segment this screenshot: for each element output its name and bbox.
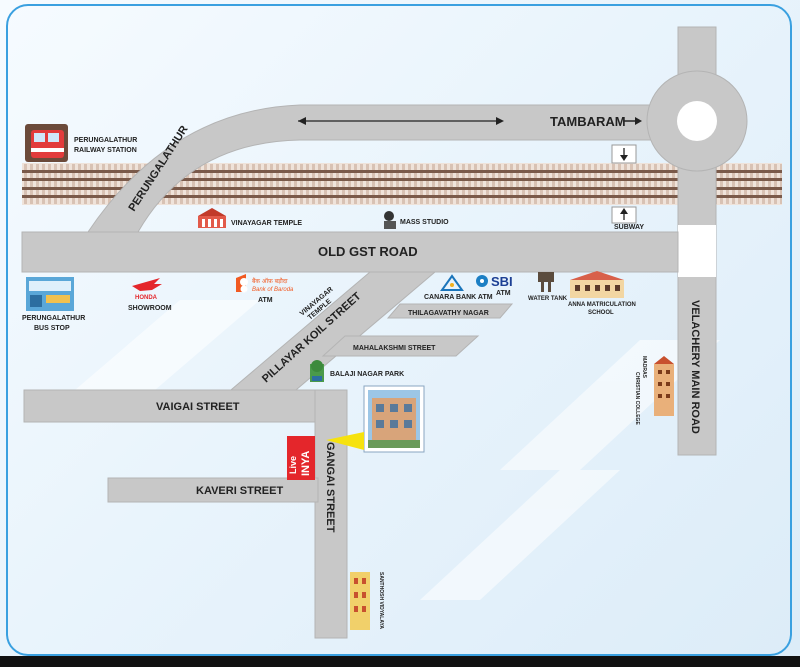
school-icon <box>350 572 370 630</box>
subway-up-arrow-icon <box>611 206 637 224</box>
mass-studio-label: MASS STUDIO <box>400 219 449 226</box>
velachery-main-road-label: VELACHERY MAIN ROAD <box>689 300 701 434</box>
honda-brand: HONDA <box>135 295 158 301</box>
temple-icon <box>198 208 226 228</box>
kaveri-street-strip <box>107 477 319 503</box>
bob-atm-label: ATM <box>258 297 273 304</box>
pointer-icon <box>326 432 364 450</box>
balaji-park-label: BALAJI NAGAR PARK <box>330 371 404 378</box>
live-text: Live <box>288 456 298 474</box>
right-arrow-icon <box>624 117 642 125</box>
vinayagar-temple-label: VINAYAGAR TEMPLE <box>231 220 302 227</box>
school-building-icon <box>570 271 624 298</box>
tambaram-label: TAMBARAM <box>550 114 626 129</box>
roundabout-island <box>677 101 717 141</box>
santhosh-label: SANTHOSH VIDYALAYA <box>378 572 384 629</box>
double-arrow-icon <box>298 117 504 125</box>
college-line2: CHRISTIAN COLLEGE <box>634 372 640 425</box>
mahalakshmi-road-strip <box>321 335 480 357</box>
anna-school-line1: ANNA MATRICULATION <box>568 302 636 308</box>
canara-logo-icon <box>440 274 464 291</box>
old-gst-road-label: OLD GST ROAD <box>318 244 418 259</box>
bottom-bar <box>0 656 800 667</box>
property-photo <box>363 385 425 453</box>
college-line1: MADRAS <box>641 356 647 379</box>
thilagavathy-road-strip <box>386 303 514 319</box>
thilagavathy-nagar-label: THILAGAVATHY NAGAR <box>408 310 489 317</box>
map-frame <box>6 4 792 656</box>
canara-atm-label: CANARA BANK ATM <box>424 294 493 301</box>
sbi-atm-label: ATM <box>496 290 511 297</box>
bus-stop-icon <box>26 277 74 311</box>
mahalakshmi-street-label: MAHALAKSHMI STREET <box>353 345 436 352</box>
bob-english: Bank of Baroda <box>252 287 294 293</box>
live-inya-logo: Live INYA <box>287 436 315 480</box>
water-tank-icon <box>538 272 554 292</box>
sbi-label: SBI <box>491 274 513 289</box>
gangai-street-label: GANGAI STREET <box>324 442 336 533</box>
anna-school-line2: SCHOOL <box>588 310 614 316</box>
vaigai-street-strip <box>23 389 341 423</box>
bus-stop-line1: PERUNGALATHUR <box>22 315 85 322</box>
subway-label: SUBWAY <box>614 224 644 231</box>
vaigai-street-label: VAIGAI STREET <box>156 401 240 413</box>
showroom-label: SHOWROOM <box>128 305 172 312</box>
gangai-street-strip <box>314 389 348 639</box>
sbi-logo-icon <box>476 275 488 287</box>
honda-wing-icon <box>132 278 162 291</box>
bob-hindi: बैंक ऑफ़ बड़ौदा <box>252 277 288 285</box>
inya-text: INYA <box>300 451 312 476</box>
subway-down-arrow-icon <box>611 144 637 164</box>
railway-station-line2: RAILWAY STATION <box>74 147 137 154</box>
bus-stop-line2: BUS STOP <box>34 325 70 332</box>
railway-station-line1: PERUNGALATHUR <box>74 137 137 144</box>
kaveri-street-label: KAVERI STREET <box>196 485 283 497</box>
bank-of-baroda-logo-icon <box>236 274 248 293</box>
camera-icon <box>384 211 396 229</box>
water-tank-label: WATER TANK <box>528 296 568 302</box>
college-building-icon <box>654 356 674 416</box>
park-icon <box>310 360 324 382</box>
old-gst-road-strip <box>21 231 679 273</box>
subway-gap <box>678 225 716 277</box>
railway-station-icon <box>25 124 68 162</box>
